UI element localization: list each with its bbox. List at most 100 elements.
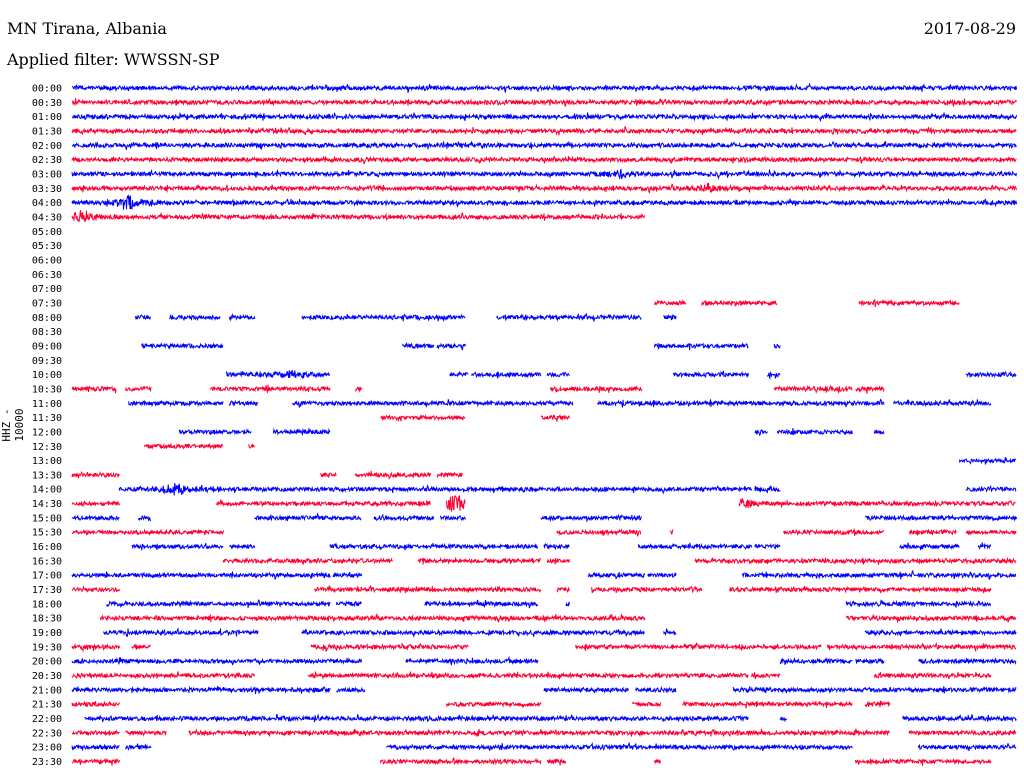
trace-segment <box>902 713 1017 723</box>
trace-segment <box>71 155 1017 166</box>
trace-segment <box>773 384 853 395</box>
trace-segment <box>663 314 677 321</box>
trace-segment <box>128 399 224 408</box>
trace-segment <box>546 558 571 565</box>
trace-segment <box>125 743 152 751</box>
time-label: 13:30 <box>32 470 62 481</box>
time-label: 01:00 <box>32 112 62 123</box>
trace-segment <box>380 414 466 422</box>
trace-segment <box>379 757 542 766</box>
trace-segment <box>354 386 363 393</box>
trace-segment <box>307 671 749 680</box>
trace-segment <box>314 585 542 594</box>
time-label: 21:00 <box>32 685 62 696</box>
time-label: 09:00 <box>32 341 62 352</box>
trace-segment <box>222 556 393 566</box>
trace-segment <box>106 599 331 609</box>
trace-segment <box>71 111 1017 123</box>
time-label: 19:00 <box>32 628 62 639</box>
trace-segment <box>540 413 570 422</box>
time-label: 11:30 <box>32 413 62 424</box>
trace-segment <box>729 585 992 594</box>
time-label: 03:30 <box>32 184 62 195</box>
trace-segment <box>71 743 120 751</box>
trace-segment <box>864 700 891 708</box>
trace-segment <box>446 700 542 709</box>
trace-segment <box>71 98 1017 108</box>
trace-segment <box>310 642 469 652</box>
trace-segment <box>556 586 570 594</box>
trace-segment <box>449 370 469 378</box>
trace-segment <box>71 514 120 522</box>
trace-segment <box>908 728 1016 737</box>
trace-segment <box>546 371 570 378</box>
trace-segment <box>335 686 366 693</box>
trace-segment <box>899 542 960 551</box>
trace-segment <box>958 457 1017 465</box>
time-label: 12:00 <box>32 427 62 438</box>
trace-segment <box>178 428 252 436</box>
trace-segment <box>783 527 885 537</box>
trace-segment <box>405 655 539 666</box>
trace-segment <box>864 628 1017 637</box>
trace-segment <box>546 758 567 766</box>
trace-segment <box>143 442 224 450</box>
trace-segment <box>663 628 677 636</box>
trace-segment <box>653 342 749 351</box>
trace-segment <box>301 628 645 638</box>
trace-segment <box>779 716 787 723</box>
trace-segment <box>918 657 1017 665</box>
trace-segment <box>134 314 151 321</box>
trace-segment <box>647 572 677 579</box>
trace-segment <box>738 498 1016 509</box>
time-label: 17:30 <box>32 585 62 596</box>
trace-segment <box>587 571 646 580</box>
time-label: 03:00 <box>32 169 62 180</box>
time-label: 20:00 <box>32 657 62 668</box>
time-label: 05:00 <box>32 227 62 238</box>
trace-segment <box>873 429 885 435</box>
trace-segment <box>873 671 992 680</box>
trace-segment <box>248 443 256 449</box>
trace-segment <box>71 757 120 766</box>
trace-segment <box>71 571 331 580</box>
trace-segment <box>543 686 629 694</box>
time-label: 01:30 <box>32 126 62 137</box>
time-label: 15:30 <box>32 528 62 539</box>
time-label: 21:30 <box>32 700 62 711</box>
trace-segment <box>71 528 224 537</box>
time-label: 14:30 <box>32 499 62 510</box>
time-label: 05:30 <box>32 241 62 252</box>
time-label: 00:00 <box>32 84 62 95</box>
trace-segment <box>229 543 256 550</box>
trace-segment <box>682 700 853 709</box>
trace-segment <box>71 210 645 223</box>
time-label: 23:00 <box>32 743 62 754</box>
trace-segment <box>766 370 781 380</box>
trace-segment <box>131 643 151 650</box>
trace-segment <box>565 601 570 607</box>
time-label: 14:00 <box>32 485 62 496</box>
trace-segment <box>754 542 781 550</box>
trace-segment <box>84 713 749 723</box>
trace-segment <box>549 385 643 393</box>
trace-segment <box>741 569 1017 581</box>
trace-segment <box>845 599 992 608</box>
time-label: 07:30 <box>32 298 62 309</box>
time-label: 22:30 <box>32 728 62 739</box>
trace-segment <box>653 758 662 765</box>
trace-segment <box>977 542 992 550</box>
trace-segment <box>653 299 687 306</box>
time-label: 06:30 <box>32 270 62 281</box>
trace-segment <box>71 125 1017 137</box>
trace-segment <box>471 371 542 379</box>
trace-segment <box>732 686 1017 694</box>
trace-segment <box>71 671 255 680</box>
trace-segment <box>125 385 152 393</box>
trace-segment <box>908 528 957 536</box>
time-label: 10:00 <box>32 370 62 381</box>
trace-segment <box>228 399 259 407</box>
trace-segment <box>125 729 167 737</box>
time-label: 04:00 <box>32 198 62 209</box>
